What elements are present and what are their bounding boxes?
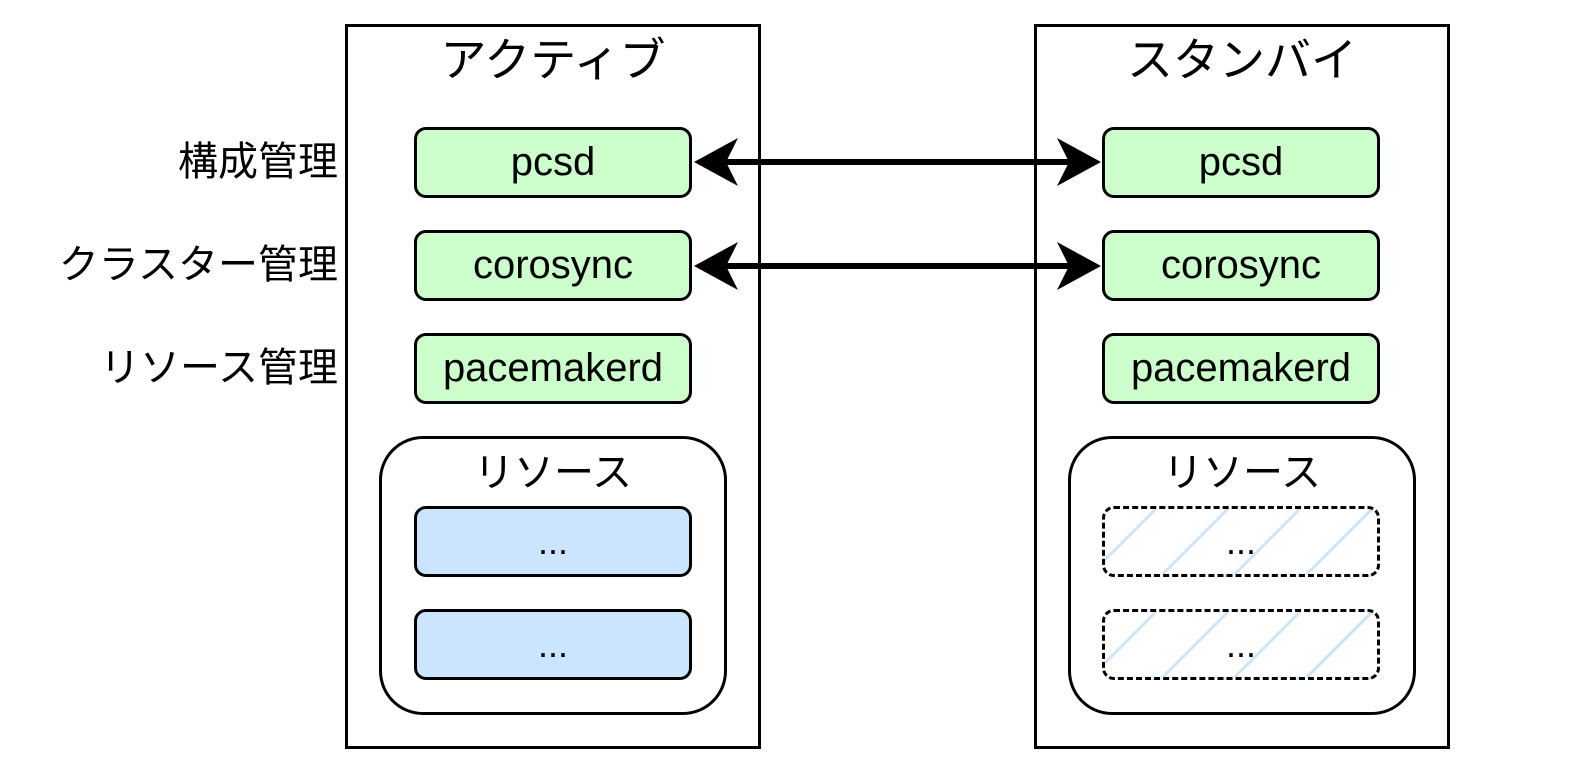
standby-corosync: corosync bbox=[1102, 230, 1380, 301]
arrowhead-left-icon bbox=[694, 138, 738, 186]
active-node-title: アクティブ bbox=[440, 33, 666, 87]
standby-resource-item: ... bbox=[1102, 609, 1380, 680]
standby-pcsd: pcsd bbox=[1102, 127, 1380, 198]
active-pacemakerd: pacemakerd bbox=[414, 333, 692, 404]
arrowhead-right-icon bbox=[1057, 138, 1101, 186]
active-corosync: corosync bbox=[414, 230, 692, 301]
standby-pacemakerd: pacemakerd bbox=[1102, 333, 1380, 404]
corosync-sync-arrow bbox=[694, 242, 1101, 290]
arrowhead-left-icon bbox=[694, 242, 738, 290]
row-label-config: 構成管理 bbox=[178, 139, 338, 185]
standby-resource-item: ... bbox=[1102, 506, 1380, 577]
standby-node: スタンバイ bbox=[1034, 24, 1450, 749]
active-resource-item: ... bbox=[414, 609, 692, 680]
active-resource-group-title: リソース bbox=[474, 450, 632, 496]
active-node: アクティブ bbox=[345, 24, 761, 749]
row-label-cluster: クラスター管理 bbox=[58, 242, 338, 288]
active-resource-item: ... bbox=[414, 506, 692, 577]
standby-node-title: スタンバイ bbox=[1127, 33, 1357, 87]
pcsd-sync-arrow bbox=[694, 138, 1101, 186]
active-pcsd: pcsd bbox=[414, 127, 692, 198]
row-label-resource: リソース管理 bbox=[100, 345, 338, 391]
arrowhead-right-icon bbox=[1057, 242, 1101, 290]
standby-resource-group-title: リソース bbox=[1163, 450, 1321, 496]
